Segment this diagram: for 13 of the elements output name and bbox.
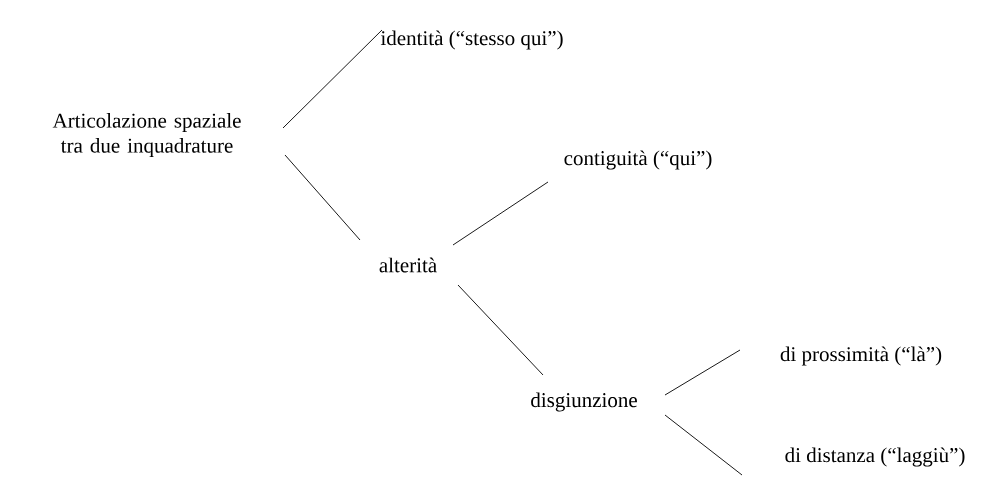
branch-label: di distanza (“laggiù”) — [785, 447, 965, 467]
root-label: Articolazione spaziale tra due inquadrature — [52, 113, 241, 157]
branch-label: di prossimità (“là”) — [780, 346, 942, 366]
connector-line — [664, 414, 743, 476]
connector-line — [457, 284, 544, 376]
connector-line — [452, 181, 549, 246]
connector-line — [284, 154, 361, 241]
branch-label: identità (“stesso qui”) — [380, 30, 563, 50]
branch-label: alterità — [379, 257, 437, 273]
connector-line — [664, 349, 741, 396]
branch-label: contiguità (“qui”) — [564, 150, 712, 170]
connector-line — [282, 29, 383, 129]
branch-label: disgiunzione — [531, 392, 637, 412]
